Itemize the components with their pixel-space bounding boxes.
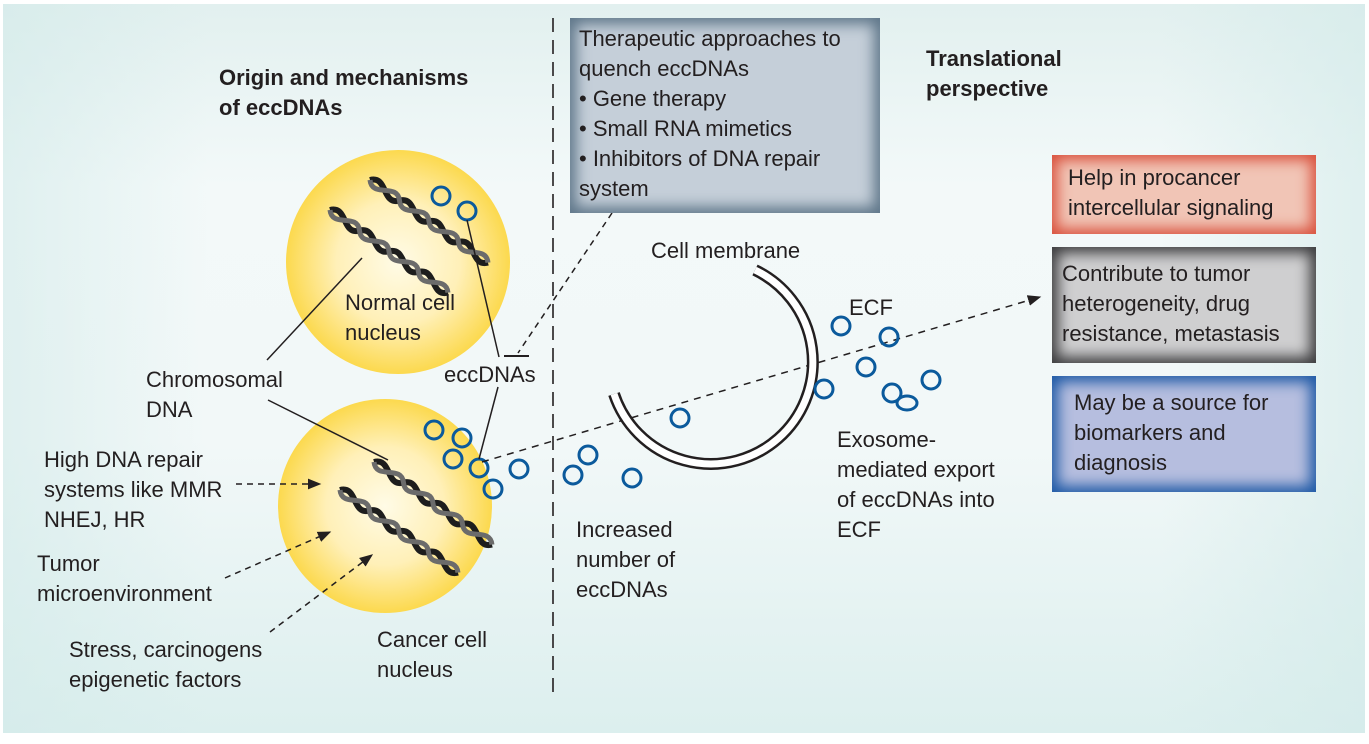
therapy-item-dna-repair-inhibitors: • Inhibitors of DNA repair system [579,146,821,201]
eccdnas-connector-cancer [478,386,499,460]
outcome-box-signaling: Help in procancer intercellular signalin… [1052,155,1316,234]
therapy-item-small-rna: • Small RNA mimetics [579,116,793,141]
normal-nucleus-label: Normal cell nucleus [345,290,456,345]
cell-membrane-label: Cell membrane [651,238,801,263]
therapeutic-title: Therapeutic approaches to quench eccDNAs [579,26,841,81]
ecf-eccdna-cluster [813,315,942,412]
chromosomal-dna-label: Chromosomal DNA [146,367,283,422]
translational-heading: Translational perspective [926,46,1062,101]
tumor-arrow [224,531,332,579]
cancer-nucleus-label: Cancer cell nucleus [377,627,488,682]
cancer-cell-nucleus [278,399,492,613]
tumor-microenvironment-label: Tumor microenvironment [37,551,212,606]
exosome-export-label: Exosome- mediated export of eccDNAs into… [837,427,995,542]
therapy-to-eccdnas-dashed [517,212,613,354]
translational-arrow [481,295,1042,463]
chromosomal-dna-connector-normal [266,257,363,361]
ecf-label: ECF [849,295,893,320]
therapeutic-approaches-box: Therapeutic approaches to quench eccDNAs… [570,18,880,213]
dna-repair-label: High DNA repair systems like MMR NHEJ, H… [44,447,223,532]
stress-carcinogens-label: Stress, carcinogens epigenetic factors [69,637,263,692]
outcome-box-biomarkers: May be a source for biomarkers and diagn… [1052,376,1316,492]
eccdnas-connector-normal [466,219,500,358]
therapy-item-gene-therapy: • Gene therapy [579,86,727,111]
normal-eccdna-circle [430,185,452,207]
outcome-box-heterogeneity: Contribute to tumor heterogeneity, drug … [1052,247,1316,363]
chromosomal-dna-connector-cancer [267,399,389,461]
cytoplasm-eccdna-cluster [562,407,691,489]
increased-eccdnas-label: Increased number of eccDNAs [576,517,676,602]
eccdnas-label: eccDNAs [444,362,536,387]
origin-heading: Origin and mechanisms of eccDNAs [219,65,469,120]
